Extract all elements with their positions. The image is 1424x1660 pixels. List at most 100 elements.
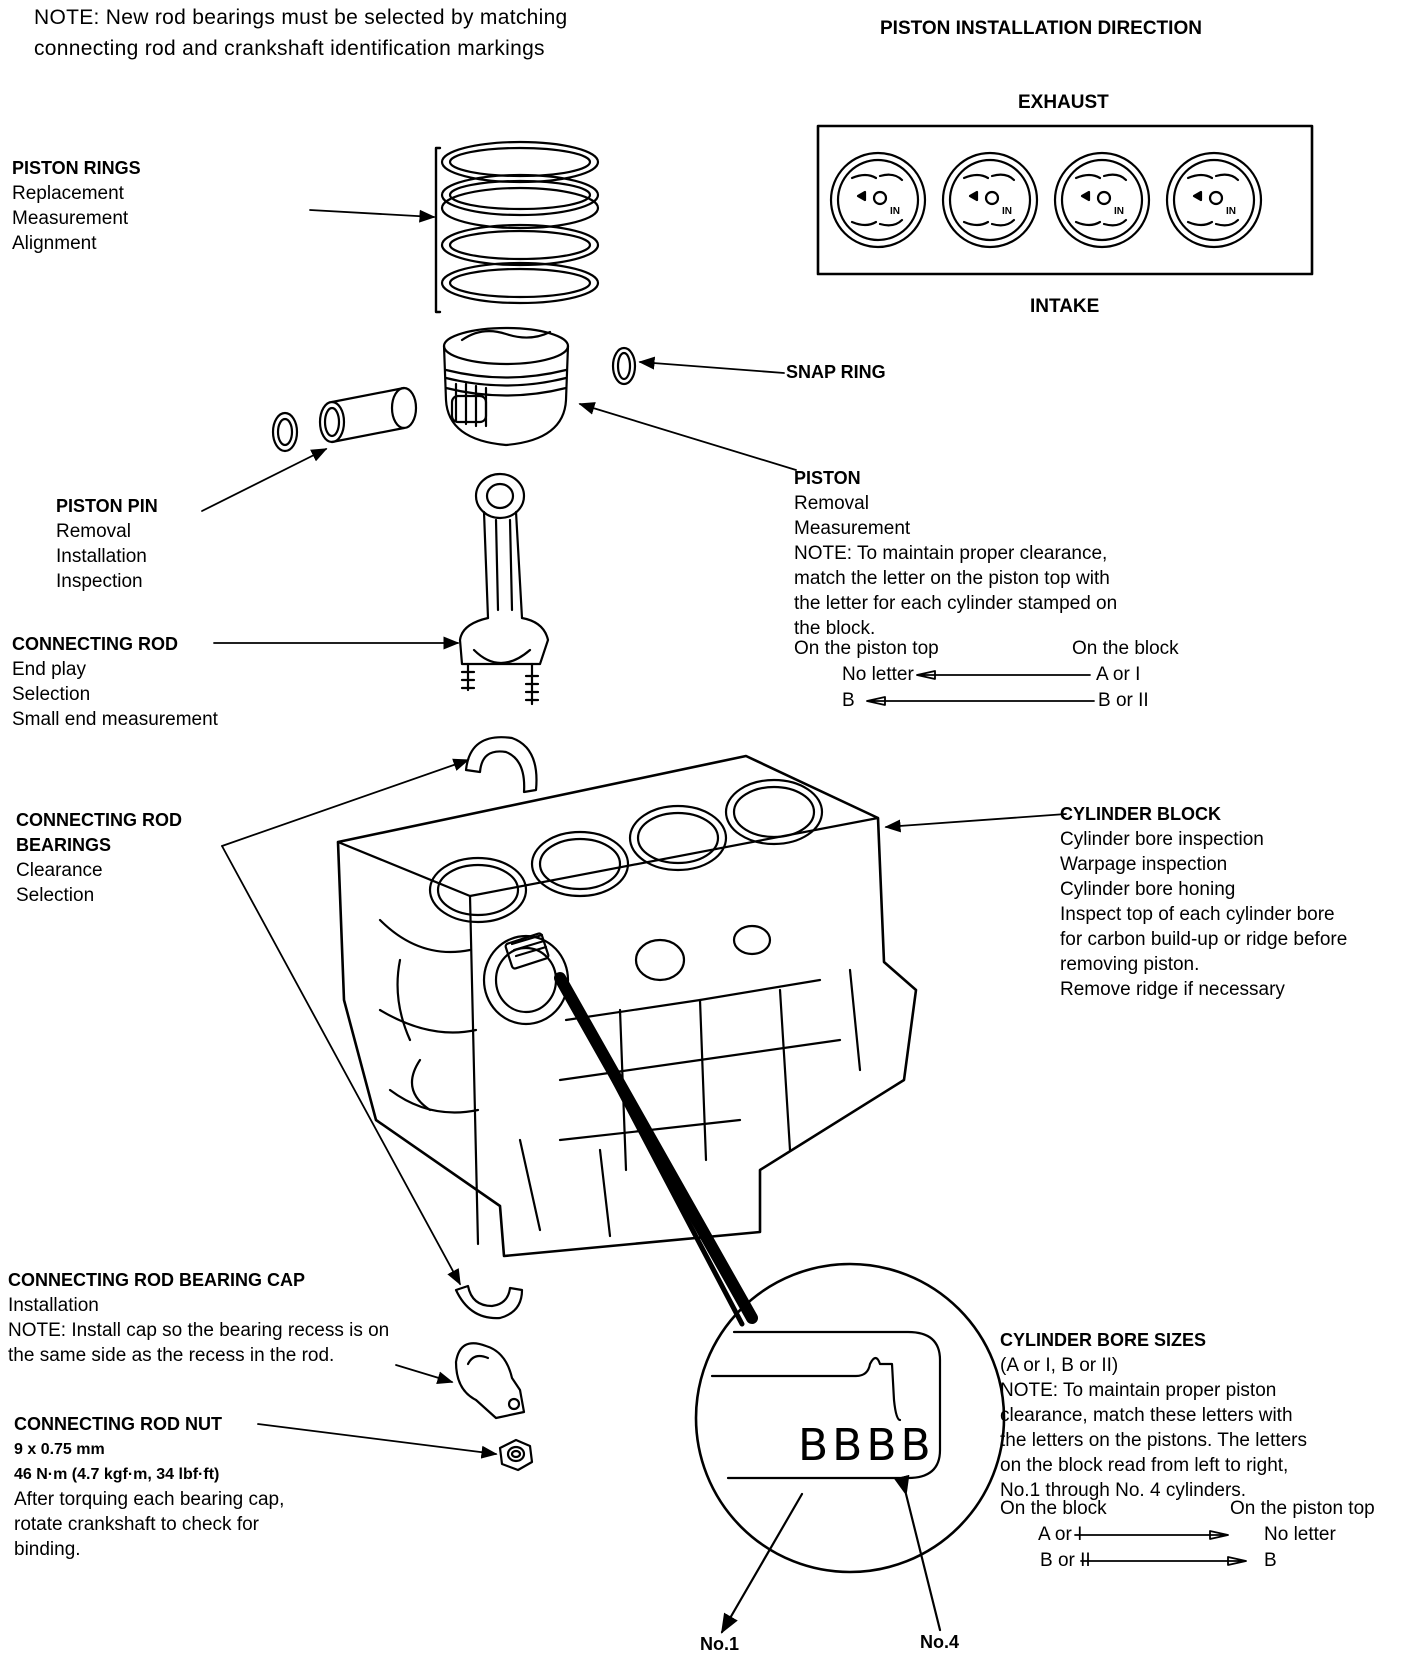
bearing-cap-line-3: the same side as the recess in the rod. xyxy=(8,1345,335,1366)
upper-bearing-shell xyxy=(464,736,538,794)
piston-line-5: the letter for each cylinder stamped on xyxy=(794,593,1118,614)
snap-ring-right xyxy=(611,346,637,386)
bearing-cap-drawing xyxy=(454,1342,526,1420)
cylinder-block-line-3: Cylinder bore honing xyxy=(1060,879,1236,900)
rod-nut-spec-1: 9 x 0.75 mm xyxy=(14,1441,105,1458)
cylinder-block-line-2: Warpage inspection xyxy=(1060,854,1228,875)
bore-map-from-1: A or I xyxy=(1038,1524,1083,1545)
bore-map-to-2: B xyxy=(1264,1550,1277,1571)
top-note-line-1: NOTE: New rod bearings must be selected … xyxy=(34,6,568,29)
bore-sizes-label: CYLINDER BORE SIZES (A or I, B or II) NO… xyxy=(1000,1328,1307,1503)
piston-map-from-1: No letter xyxy=(842,664,914,685)
piston-line-4: match the letter on the piston top with xyxy=(794,568,1110,589)
piston-pin-label: PISTON PIN Removal Installation Inspecti… xyxy=(56,494,158,594)
piston-mark-4: IN xyxy=(1226,206,1236,217)
rod-bearings-label: CONNECTING ROD BEARINGS Clearance Select… xyxy=(16,808,182,908)
rod-nut-label: CONNECTING ROD NUT 9 x 0.75 mm 46 N·m (4… xyxy=(14,1412,284,1562)
rod-nut-title: CONNECTING ROD NUT xyxy=(14,1414,222,1434)
piston-col-left: On the piston top xyxy=(794,638,939,659)
direction-piston-3 xyxy=(1053,151,1151,249)
bore-sizes-line-1: (A or I, B or II) xyxy=(1000,1355,1119,1376)
no1-label: No.1 xyxy=(700,1634,740,1654)
bore-sizes-line-3: clearance, match these letters with xyxy=(1000,1405,1293,1426)
piston-map-to-2: B or II xyxy=(1098,690,1149,711)
connecting-rod-label: CONNECTING ROD End play Selection Small … xyxy=(12,632,218,732)
connecting-rod-line-1: End play xyxy=(12,659,86,680)
bore-sizes-line-6: No.1 through No. 4 cylinders. xyxy=(1000,1480,1247,1501)
bore-marking-detail xyxy=(554,972,1006,1634)
connecting-rod-line-2: Selection xyxy=(12,684,91,705)
snap-ring-title: SNAP RING xyxy=(786,362,886,382)
bore-sizes-line-2: NOTE: To maintain proper piston xyxy=(1000,1380,1277,1401)
snap-ring-label: SNAP RING xyxy=(786,360,886,385)
rod-nut-line-1: After torquing each bearing cap, xyxy=(14,1489,285,1510)
piston-drawing xyxy=(442,326,570,447)
connecting-rod-line-3: Small end measurement xyxy=(12,709,218,730)
bearing-cap-line-1: Installation xyxy=(8,1295,99,1316)
piston-line-3: NOTE: To maintain proper clearance, xyxy=(794,543,1108,564)
bore-map-from-2: B or II xyxy=(1040,1550,1091,1571)
intake-label: INTAKE xyxy=(1030,296,1100,317)
piston-title: PISTON xyxy=(794,468,861,488)
bore-sizes-title: CYLINDER BORE SIZES xyxy=(1000,1330,1207,1350)
cylinder-block-label: CYLINDER BLOCK Cylinder bore inspection … xyxy=(1060,802,1347,1002)
piston-pin-title: PISTON PIN xyxy=(56,496,158,516)
bearing-cap-title: CONNECTING ROD BEARING CAP xyxy=(8,1270,306,1290)
cylinder-block-line-7: Remove ridge if necessary xyxy=(1060,979,1285,1000)
piston-map-to-1: A or I xyxy=(1096,664,1141,685)
cylinder-block-title: CYLINDER BLOCK xyxy=(1060,804,1221,824)
cylinder-block-drawing xyxy=(336,754,918,1258)
piston-pin-line-3: Inspection xyxy=(56,571,143,592)
direction-piston-4 xyxy=(1165,151,1263,249)
cylinder-block-line-4: Inspect top of each cylinder bore xyxy=(1060,904,1335,925)
rod-bearings-line-2: Selection xyxy=(16,885,95,906)
bore-col-right: On the piston top xyxy=(1230,1498,1375,1519)
rod-nut-line-2: rotate crankshaft to check for xyxy=(14,1514,260,1535)
piston-rings-line-1: Replacement xyxy=(12,183,124,204)
piston-map-from-2: B xyxy=(842,690,855,711)
leader-lines xyxy=(201,209,1247,1566)
piston-mark-1: IN xyxy=(890,206,900,217)
connecting-rod-drawing xyxy=(458,472,550,706)
bearing-cap-line-2: NOTE: Install cap so the bearing recess … xyxy=(8,1320,390,1341)
bearing-cap-label: CONNECTING ROD BEARING CAP Installation … xyxy=(8,1268,389,1368)
piston-rings-label: PISTON RINGS Replacement Measurement Ali… xyxy=(12,156,141,256)
piston-label: PISTON Removal Measurement NOTE: To main… xyxy=(794,466,1117,641)
rod-bearings-title-2: BEARINGS xyxy=(16,835,112,855)
connecting-rod-title: CONNECTING ROD xyxy=(12,634,178,654)
bore-sizes-line-4: the letters on the pistons. The letters xyxy=(1000,1430,1307,1451)
piston-mark-2: IN xyxy=(1002,206,1012,217)
piston-pin-drawing xyxy=(318,386,418,444)
top-note-line-2: connecting rod and crankshaft identifica… xyxy=(34,37,545,60)
direction-piston-1 xyxy=(829,151,927,249)
exhaust-label: EXHAUST xyxy=(1018,92,1109,113)
piston-line-2: Measurement xyxy=(794,518,911,539)
piston-rings-drawing xyxy=(434,140,600,314)
piston-direction-box xyxy=(816,124,1314,276)
piston-col-right: On the block xyxy=(1072,638,1179,659)
rod-bearings-title-1: CONNECTING ROD xyxy=(16,810,182,830)
piston-pin-line-1: Removal xyxy=(56,521,131,542)
lower-bearing-shell xyxy=(454,1284,524,1320)
rod-nut-spec-2: 46 N·m (4.7 kgf·m, 34 lbf·ft) xyxy=(14,1466,220,1483)
piston-line-6: the block. xyxy=(794,618,876,639)
no4-label: No.4 xyxy=(920,1632,960,1652)
piston-line-1: Removal xyxy=(794,493,869,514)
rod-nut-drawing xyxy=(498,1438,534,1472)
rod-bearings-line-1: Clearance xyxy=(16,860,103,881)
top-note: NOTE: New rod bearings must be selected … xyxy=(34,2,568,64)
piston-rings-line-2: Measurement xyxy=(12,208,129,229)
direction-piston-2 xyxy=(941,151,1039,249)
cylinder-block-line-6: removing piston. xyxy=(1060,954,1200,975)
bore-map-to-1: No letter xyxy=(1264,1524,1336,1545)
rod-nut-line-3: binding. xyxy=(14,1539,81,1560)
snap-ring-left xyxy=(271,411,299,453)
bore-sizes-line-5: on the block read from left to right, xyxy=(1000,1455,1289,1476)
bore-stamp-letters: BBBB xyxy=(798,1420,935,1471)
piston-rings-line-3: Alignment xyxy=(12,233,97,254)
cylinder-block-line-5: for carbon build-up or ridge before xyxy=(1060,929,1348,950)
cylinder-block-line-1: Cylinder bore inspection xyxy=(1060,829,1264,850)
piston-pin-line-2: Installation xyxy=(56,546,147,567)
